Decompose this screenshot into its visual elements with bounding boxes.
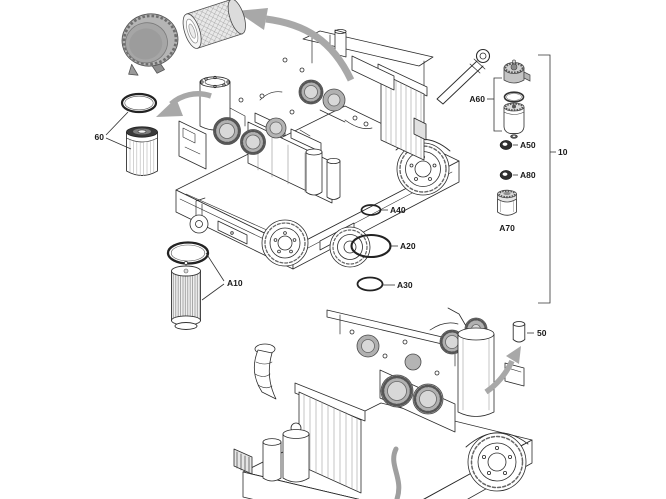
callouts — [105, 54, 556, 334]
part-label-a10: A10 — [227, 278, 243, 288]
part-label-a70: A70 — [499, 223, 515, 233]
part-label-a50: A50 — [520, 140, 536, 150]
o-ring-a20 — [350, 233, 392, 259]
fuel-filter-head-a60 — [503, 59, 531, 84]
grommet-a50 — [499, 140, 513, 150]
flow-arrows — [156, 8, 521, 499]
top-machine-illustration — [175, 29, 491, 270]
o-ring-a40 — [360, 204, 382, 216]
arrow-to-air-filter — [236, 8, 355, 82]
seal-a60 — [510, 134, 518, 139]
cartridge-50 — [512, 321, 526, 343]
part-label-a30: A30 — [397, 280, 413, 290]
o-ring-a60 — [503, 91, 525, 103]
oil-filter-60 — [126, 126, 158, 176]
o-ring-60 — [120, 92, 158, 114]
part-label-60: 60 — [95, 132, 105, 142]
arrow-to-oil-filter — [156, 91, 212, 117]
filter-cartridge-a70 — [497, 189, 517, 216]
part-label-a20: A20 — [400, 241, 416, 251]
air-filter-element — [182, 0, 246, 49]
bottom-machine-illustration — [233, 307, 533, 499]
bracket-kit-10 — [538, 54, 556, 304]
leader-a10 — [201, 252, 225, 301]
part-label-10: 10 — [558, 147, 568, 157]
o-ring-a10 — [166, 241, 210, 265]
part-labels: 60 A10 A40 A20 A30 A60 A50 A80 A70 10 50 — [95, 94, 568, 338]
part-label-a80: A80 — [520, 170, 536, 180]
o-ring-a30 — [356, 276, 384, 292]
filter-element-a10 — [171, 261, 201, 330]
arrow-to-part-50 — [484, 346, 521, 395]
grommet-a80 — [499, 170, 513, 180]
arrow-tail-bottom — [391, 446, 402, 499]
fuel-filter-cartridge-a60 — [503, 102, 525, 134]
leader-60 — [105, 111, 132, 150]
part-label-50: 50 — [537, 328, 547, 338]
part-label-a40: A40 — [390, 205, 406, 215]
air-filter-cap — [121, 13, 179, 76]
part-label-a60: A60 — [469, 94, 485, 104]
engine-flange-discs-top — [213, 79, 346, 155]
bracket-a60 — [487, 77, 502, 132]
